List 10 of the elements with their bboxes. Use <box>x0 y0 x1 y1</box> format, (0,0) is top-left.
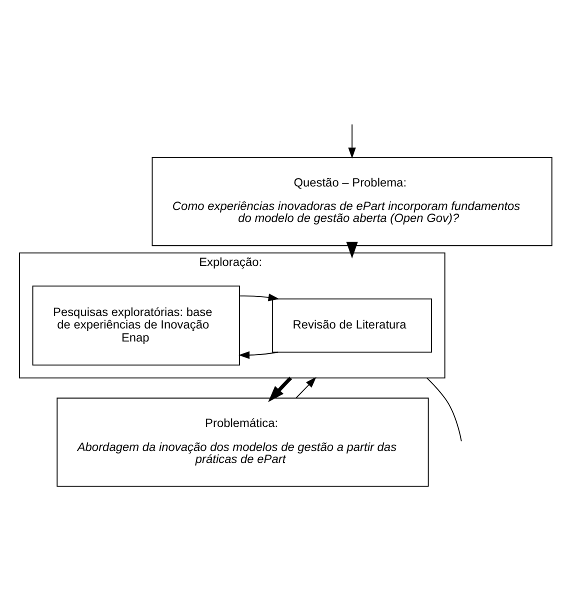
arrow <box>296 376 316 398</box>
connector <box>426 377 462 442</box>
arrow <box>268 376 292 402</box>
arrow <box>346 242 358 259</box>
node-box: Problemática: Abordagem da inovação dos modelos de gestão a partir das práticas de ePart <box>56 398 429 487</box>
node-box: Pesquisas exploratórias: base de experiências de Inovação Enap <box>32 286 240 366</box>
arrow <box>239 294 280 302</box>
arrow <box>238 351 278 359</box>
node-box: Revisão de Literatura <box>272 298 432 353</box>
arrow <box>348 124 356 159</box>
